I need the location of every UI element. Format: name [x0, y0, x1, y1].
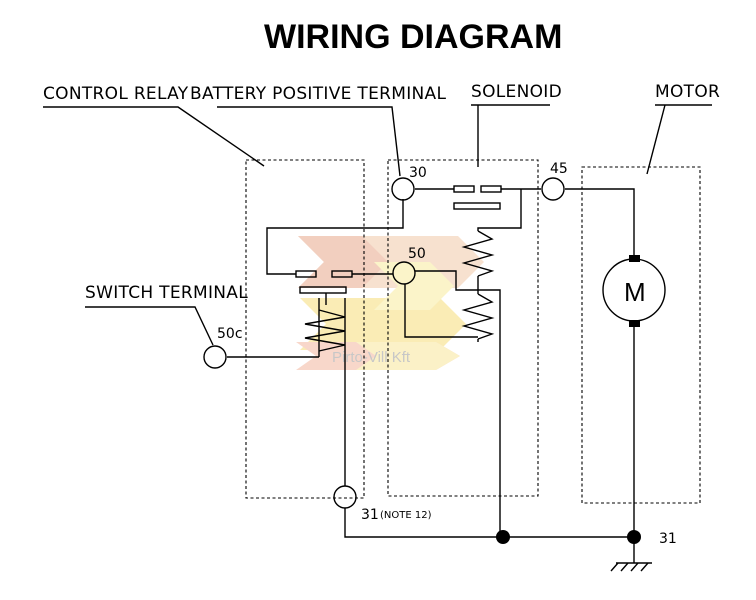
terminal-45-label: 45	[550, 161, 568, 177]
ground-bus	[344, 508, 652, 572]
watermark-logo: Pirto-Vill Kft	[296, 236, 484, 370]
terminal-50c-label: 50c	[217, 326, 243, 342]
terminal-50	[392, 261, 416, 285]
motor-label: MOTOR	[655, 82, 720, 102]
solenoid-label: SOLENOID	[471, 82, 562, 102]
solenoid-box	[387, 159, 539, 497]
terminal-50-label: 50	[408, 246, 426, 262]
control-relay-label: CONTROL RELAY	[43, 84, 189, 104]
solenoid-circuit	[404, 185, 541, 537]
watermark-text: Pirto-Vill Kft	[332, 349, 411, 366]
motor-symbol: M	[624, 277, 646, 307]
terminal-45	[541, 177, 565, 201]
motor-box	[581, 166, 701, 504]
motor-circuit: M	[565, 188, 666, 563]
battery-positive-label: BATTERY POSITIVE TERMINAL	[190, 84, 446, 104]
control-relay-box	[245, 159, 365, 499]
terminal-31-ground-label: 31	[659, 531, 677, 547]
diagram-title: WIRING DIAGRAM	[264, 18, 562, 56]
terminal-30	[391, 177, 415, 201]
terminal-31-relay-label: 31	[361, 507, 379, 523]
leader-lines	[43, 104, 712, 346]
terminal-30-label: 30	[409, 165, 427, 181]
note-12-label: (NOTE 12)	[380, 510, 432, 521]
terminal-31-relay	[333, 485, 357, 509]
control-relay-circuit	[227, 199, 404, 486]
junction-dot	[627, 530, 641, 544]
switch-terminal-label: SWITCH TERMINAL	[85, 283, 248, 303]
terminal-50c	[203, 345, 227, 369]
junction-dot	[496, 530, 510, 544]
